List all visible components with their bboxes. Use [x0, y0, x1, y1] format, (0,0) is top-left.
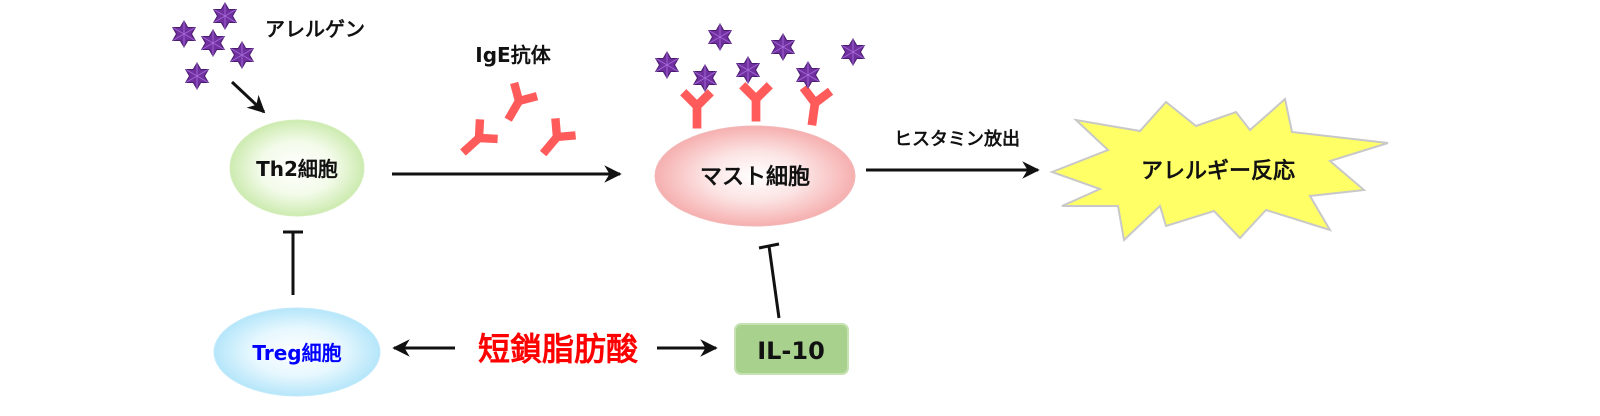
ige-antibody-icon [798, 87, 830, 127]
il10-box: IL-10 [734, 323, 849, 375]
ige-antibody-icon [533, 118, 576, 162]
th2-cell-label: Th2細胞 [256, 157, 338, 181]
allergic-reaction: アレルギー反応 [1049, 97, 1389, 243]
ige-antibody-label: IgE抗体 [475, 43, 551, 67]
il10-label: IL-10 [757, 337, 825, 365]
allergen-star-icon [655, 51, 679, 79]
il10-inhibits-mast [758, 242, 781, 319]
scfa-label: 短鎖脂肪酸 [478, 330, 639, 368]
allergen-star-icon [771, 33, 795, 61]
ige-antibody-icon [683, 92, 711, 128]
allergen-star-icon [172, 20, 196, 48]
mast-cell-label: マスト細胞 [700, 164, 810, 190]
allergen-star-icon [796, 61, 820, 89]
treg-inhibits-th2 [283, 230, 303, 295]
histamine-release-label: ヒスタミン放出 [894, 128, 1020, 150]
ige-antibody-icon [454, 119, 498, 162]
treg-cell: Treg細胞 [213, 307, 381, 397]
allergen-star-icon [213, 2, 237, 30]
allergen-star-icon [693, 64, 717, 92]
allergen-star-icon [841, 38, 865, 66]
allergen-to-th2-arrow [230, 80, 266, 114]
allergen-star-icon [201, 29, 225, 57]
explosion-burst-icon [1049, 97, 1389, 243]
allergen-star-icon [230, 41, 254, 69]
allergen-star-icon [736, 56, 760, 84]
allergen-star-icon [185, 62, 209, 90]
allergen-cluster [172, 2, 254, 90]
allergen-label: アレルゲン [265, 17, 365, 41]
allergic-reaction-label: アレルギー反応 [1141, 158, 1295, 184]
ige-antibodies [454, 83, 575, 162]
treg-cell-label: Treg細胞 [252, 341, 341, 365]
mast-cell [654, 125, 856, 227]
mast-cell-group: マスト細胞 [654, 23, 865, 227]
th2-cell: Th2細胞 [229, 119, 365, 217]
allergen-star-icon [708, 23, 732, 51]
ige-antibody-icon [742, 85, 770, 121]
ige-antibody-icon [497, 83, 537, 126]
